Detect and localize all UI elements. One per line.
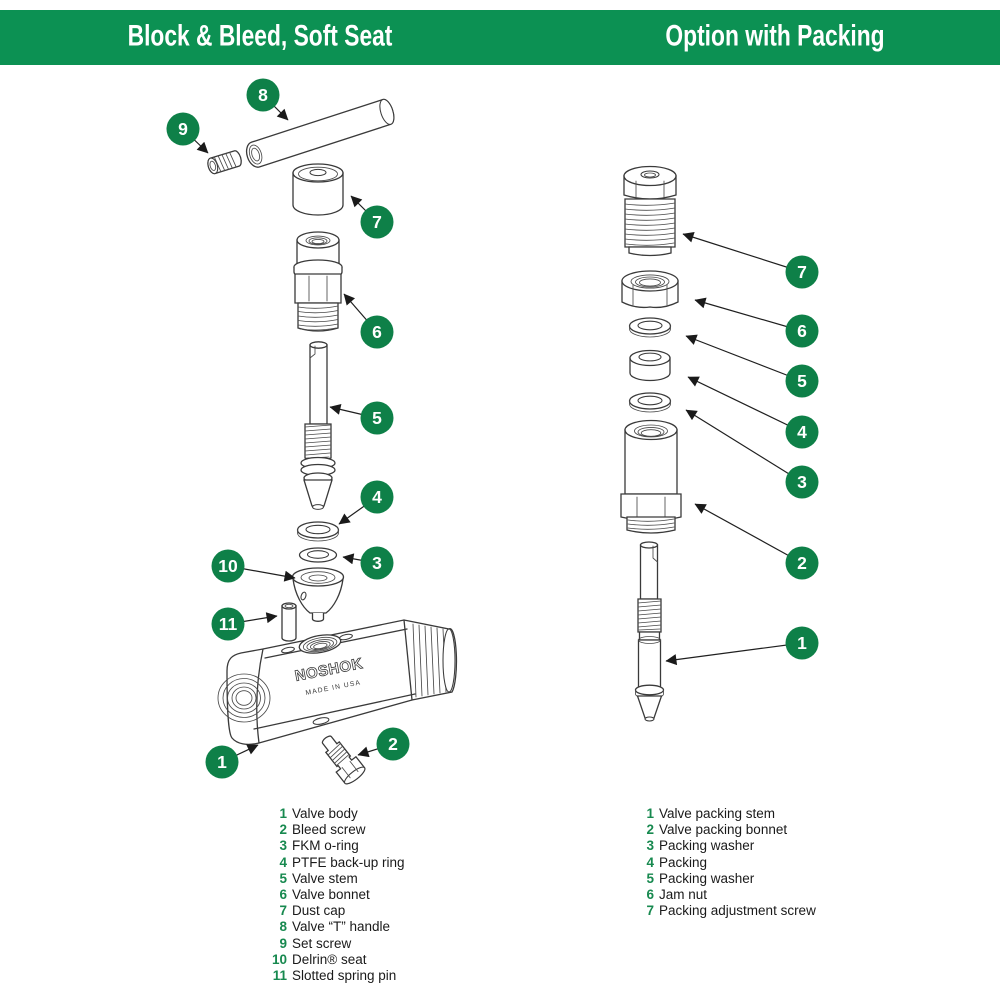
callout-circle bbox=[360, 205, 394, 239]
callout-number: 4 bbox=[372, 487, 382, 507]
callout-number: 7 bbox=[372, 212, 382, 232]
bleed-screw-drawing bbox=[321, 735, 366, 785]
callout-number: 8 bbox=[258, 85, 268, 105]
callout-circle bbox=[246, 78, 280, 112]
callout-circle bbox=[785, 465, 819, 499]
callout-circle bbox=[166, 112, 200, 146]
packing-drawing bbox=[629, 349, 671, 382]
callout-circle bbox=[785, 364, 819, 398]
spring-pin-drawing bbox=[281, 602, 297, 642]
callout-right-5: 5 bbox=[685, 334, 819, 398]
t-handle-drawing bbox=[245, 98, 395, 168]
left-panel-title: Block & Bleed, Soft Seat bbox=[127, 19, 393, 53]
callout-number: 10 bbox=[218, 556, 238, 576]
valve-body-drawing: NOSHOK MADE IN USA bbox=[217, 619, 458, 745]
packing-stem-drawing bbox=[634, 541, 665, 722]
callout-left-2: 2 bbox=[357, 727, 410, 761]
right-panel-title: Option with Packing bbox=[665, 19, 885, 53]
callout-number: 5 bbox=[797, 371, 807, 391]
callout-left-5: 5 bbox=[329, 401, 394, 435]
o-ring-drawing bbox=[298, 547, 338, 563]
callout-left-1: 1 bbox=[205, 744, 259, 779]
callout-circle bbox=[785, 255, 819, 289]
callout-right-6: 6 bbox=[694, 297, 819, 348]
callout-number: 3 bbox=[797, 472, 807, 492]
callout-number: 2 bbox=[388, 734, 398, 754]
left-exploded-view: NOSHOK MADE IN USA 8 9 bbox=[166, 78, 458, 785]
valve-bonnet-drawing bbox=[293, 231, 343, 332]
delrin-seat-drawing bbox=[291, 567, 345, 622]
callout-right-1: 1 bbox=[665, 626, 819, 666]
callout-number: 3 bbox=[372, 553, 382, 573]
callout-left-9: 9 bbox=[166, 112, 209, 154]
callout-circle bbox=[211, 549, 245, 583]
callout-left-8: 8 bbox=[246, 78, 289, 121]
callout-left-6: 6 bbox=[343, 293, 394, 349]
valve-stem-drawing bbox=[300, 341, 336, 510]
callout-left-4: 4 bbox=[338, 480, 394, 525]
callout-left-11: 11 bbox=[211, 607, 278, 641]
callout-circle bbox=[211, 607, 245, 641]
callout-circle bbox=[360, 401, 394, 435]
backup-ring-drawing bbox=[296, 521, 340, 542]
callout-circle bbox=[785, 415, 819, 449]
callout-left-7: 7 bbox=[350, 195, 394, 239]
packing-adjustment-screw-drawing bbox=[623, 165, 677, 257]
callout-circle bbox=[785, 626, 819, 660]
callout-number: 2 bbox=[797, 553, 807, 573]
dust-cap-drawing bbox=[292, 163, 344, 216]
callout-circle bbox=[360, 546, 394, 580]
callout-circle bbox=[360, 480, 394, 514]
callout-circle bbox=[785, 314, 819, 348]
callout-number: 9 bbox=[178, 119, 188, 139]
callout-number: 6 bbox=[797, 321, 807, 341]
callout-circle bbox=[785, 546, 819, 580]
callout-left-3: 3 bbox=[342, 546, 394, 580]
jam-nut-drawing bbox=[621, 270, 679, 309]
callout-right-7: 7 bbox=[682, 231, 819, 289]
callout-number: 11 bbox=[219, 614, 238, 634]
right-exploded-view: 7 6 5 4 3 bbox=[620, 165, 819, 722]
set-screw-drawing bbox=[207, 150, 242, 175]
callout-number: 4 bbox=[797, 422, 807, 442]
callout-number: 6 bbox=[372, 322, 382, 342]
callout-left-10: 10 bbox=[211, 549, 296, 583]
packing-bonnet-drawing bbox=[620, 419, 682, 534]
callout-number: 7 bbox=[797, 262, 807, 282]
callout-number: 1 bbox=[217, 752, 227, 772]
callout-number: 5 bbox=[372, 408, 382, 428]
callout-circle bbox=[360, 315, 394, 349]
callout-right-4: 4 bbox=[687, 376, 819, 449]
header-banner: Block & Bleed, Soft Seat Option with Pac… bbox=[0, 10, 1000, 65]
packing-washer-top-drawing bbox=[628, 317, 672, 338]
callout-right-3: 3 bbox=[685, 409, 819, 499]
callout-number: 1 bbox=[797, 633, 807, 653]
callout-circle bbox=[376, 727, 410, 761]
packing-washer-bottom-drawing bbox=[628, 392, 672, 413]
callout-circle bbox=[205, 745, 239, 779]
callout-right-2: 2 bbox=[694, 503, 819, 580]
